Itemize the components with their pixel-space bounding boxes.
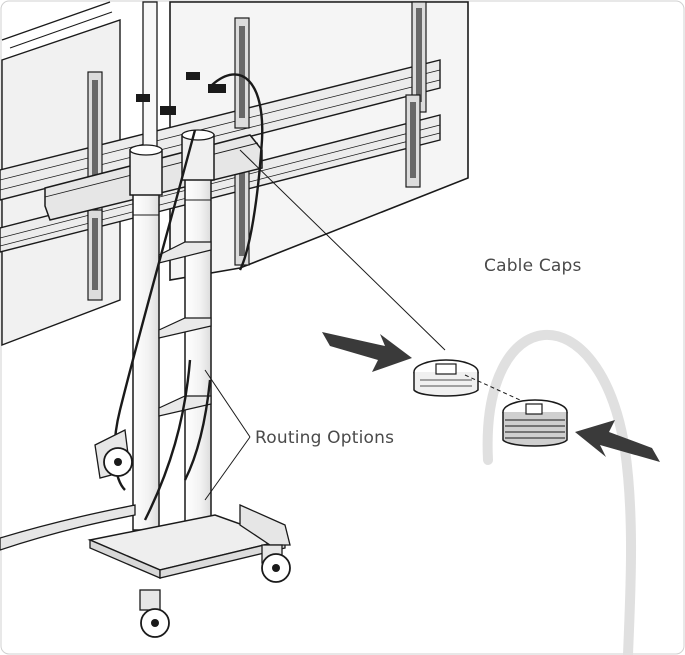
cable-cap-closed <box>502 399 568 447</box>
pole-rungs <box>158 241 212 417</box>
arrow-right-cap <box>575 420 660 462</box>
vesa-bracket-b <box>87 209 103 301</box>
arrow-left-cap <box>322 332 412 372</box>
cable-cap-open <box>413 359 479 397</box>
routing-callout-lines <box>204 369 251 501</box>
left-pole <box>129 144 163 531</box>
vesa-bracket-e <box>411 1 427 113</box>
label-routing-options: Routing Options <box>255 428 395 448</box>
right-pole <box>181 129 215 531</box>
cap-join-line <box>464 374 521 401</box>
upper-mount-rail <box>0 59 441 201</box>
caster-front-left <box>139 589 170 638</box>
top-mast <box>142 1 158 153</box>
caster-rear-left <box>94 429 133 479</box>
label-cable-caps: Cable Caps <box>484 256 582 276</box>
caster-rear-right <box>261 544 291 583</box>
lower-mount-rail <box>0 114 441 253</box>
vesa-bracket-c <box>234 17 250 129</box>
vesa-bracket-f <box>405 94 421 188</box>
cap-leader-line <box>239 149 446 351</box>
base-frame <box>0 503 291 579</box>
top-knobs <box>136 72 226 115</box>
cable-tube <box>482 330 637 655</box>
